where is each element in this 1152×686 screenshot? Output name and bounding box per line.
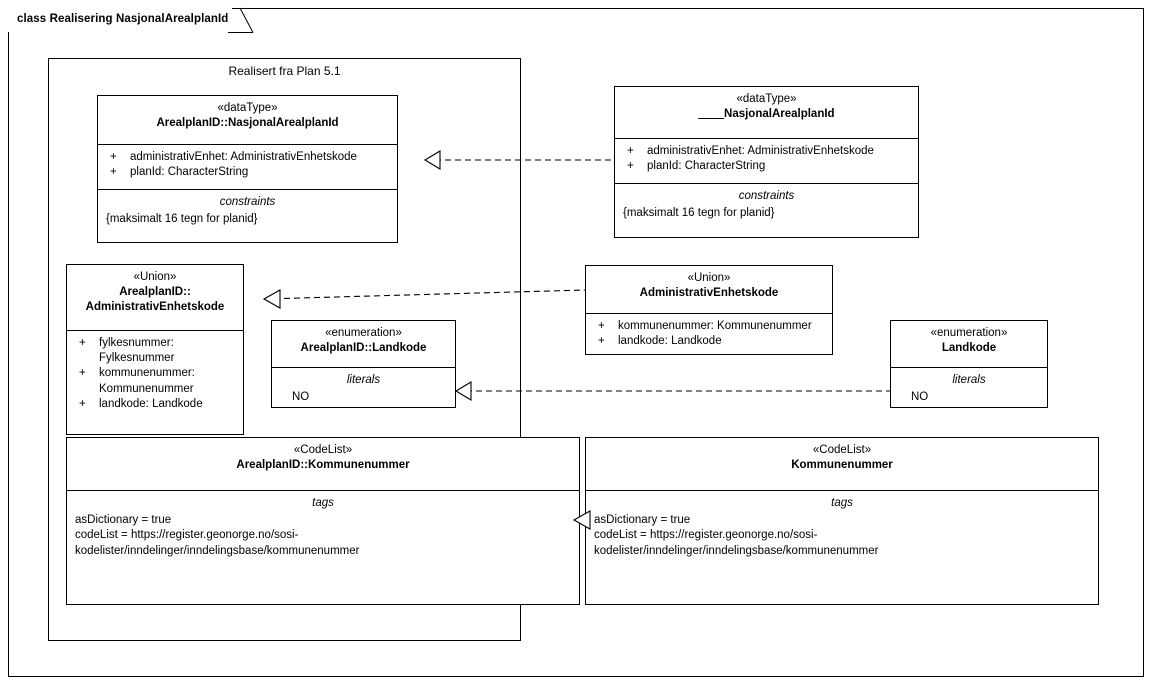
class-box-kommunenummer[interactable]: «CodeList» Kommunenummer tags asDictiona… <box>585 437 1099 605</box>
class-name-label: AdministrativEnhetskode <box>639 287 779 300</box>
class-box-arealplanid-nasjonalarealplanid[interactable]: «dataType» ArealplanID::NasjonalArealpla… <box>97 95 398 243</box>
class-box-arealplanid-kommunenummer[interactable]: «CodeList» ArealplanID::Kommunenummer ta… <box>66 437 580 605</box>
visibility-marker: + <box>110 151 117 163</box>
class-header: «enumeration» ArealplanID::Landkode <box>272 321 455 368</box>
class-box-arealplanid-landkode[interactable]: «enumeration» ArealplanID::Landkode lite… <box>271 320 456 408</box>
tags-title: tags <box>831 497 853 509</box>
tags-section: tags asDictionary = true codeList = http… <box>67 491 579 565</box>
class-name-label: ArealplanID::NasjonalArealplanId <box>156 117 339 130</box>
constraints-section: constraints {maksimalt 16 tegn for plani… <box>615 184 918 227</box>
constraints-section: constraints {maksimalt 16 tegn for plani… <box>98 190 397 233</box>
class-name-label: ArealplanID::Kommunenummer <box>236 459 410 472</box>
tags-section: tags asDictionary = true codeList = http… <box>586 491 1098 565</box>
diagram-title-tab: class Realisering NasjonalArealplanId <box>8 8 233 32</box>
tags-title: tags <box>312 497 334 509</box>
attribute-label: landkode: Landkode <box>618 335 722 348</box>
literals-title: literals <box>952 374 986 386</box>
literals-title: literals <box>346 374 381 386</box>
title-tab-slant-icon <box>228 7 254 33</box>
attribute-row: + landkode: Landkode <box>73 397 237 412</box>
class-header: «dataType» ArealplanID::NasjonalArealpla… <box>98 96 397 145</box>
literals-section: literals NO <box>272 368 455 411</box>
attribute-label: kommunenummer: Kommunenummer <box>99 367 195 395</box>
class-box-arealplanid-administrativenhetskode[interactable]: «Union» ArealplanID:: AdministrativEnhet… <box>66 264 244 435</box>
stereotype-label: «dataType» <box>736 93 797 105</box>
diagram-frame <box>8 8 1144 677</box>
attribute-row: + administrativEnhet: AdministrativEnhet… <box>621 144 912 159</box>
attributes-section: + administrativEnhet: AdministrativEnhet… <box>615 139 918 184</box>
class-header: «CodeList» ArealplanID::Kommunenummer <box>67 438 579 491</box>
class-header: «enumeration» Landkode <box>891 321 1047 368</box>
attribute-label: landkode: Landkode <box>99 397 203 410</box>
attributes-section: + kommunenummer: Kommunenummer + landkod… <box>586 314 832 355</box>
tag-row: asDictionary = true <box>75 514 172 527</box>
class-box-nasjonalarealplanid[interactable]: «dataType» NasjonalArealplanId + adminis… <box>614 86 919 238</box>
class-name-label: ArealplanID:: AdministrativEnhetskode <box>85 286 225 314</box>
literals-section: literals NO <box>891 368 1047 411</box>
attribute-row: + kommunenummer: Kommunenummer <box>592 319 826 334</box>
stereotype-label: «CodeList» <box>293 444 353 456</box>
visibility-marker: + <box>79 337 86 349</box>
attribute-label: planId: CharacterString <box>647 160 766 173</box>
attribute-row: + planId: CharacterString <box>104 165 391 180</box>
visibility-marker: + <box>79 397 86 410</box>
visibility-marker: + <box>598 335 605 348</box>
attributes-section: + administrativEnhet: AdministrativEnhet… <box>98 145 397 190</box>
stereotype-label: «Union» <box>133 271 177 283</box>
stereotype-label: «CodeList» <box>812 444 872 456</box>
attribute-label: administrativEnhet: AdministrativEnhetsk… <box>647 145 874 157</box>
constraints-title: constraints <box>738 190 795 202</box>
visibility-marker: + <box>598 320 605 332</box>
stereotype-label: «Union» <box>687 272 731 284</box>
class-header: «CodeList» Kommunenummer <box>586 438 1098 491</box>
class-box-landkode[interactable]: «enumeration» Landkode literals NO <box>890 320 1048 408</box>
constraint-row: {maksimalt 16 tegn for planid} <box>623 207 775 220</box>
tag-row: asDictionary = true <box>594 514 691 527</box>
tag-row: codeList = https://register.geonorge.no/… <box>594 529 879 557</box>
attributes-section: + fylkesnummer: Fylkesnummer + kommunenu… <box>67 331 243 418</box>
class-name-label: NasjonalArealplanId <box>621 107 912 122</box>
class-name-label: ArealplanID::Landkode <box>300 342 427 355</box>
literal-row: NO <box>292 391 310 404</box>
attribute-label: planId: CharacterString <box>130 166 249 179</box>
attribute-row: + landkode: Landkode <box>592 334 826 349</box>
attribute-row: + fylkesnummer: Fylkesnummer <box>73 336 237 366</box>
stereotype-label: «dataType» <box>217 102 278 114</box>
visibility-marker: + <box>627 145 634 157</box>
class-box-administrativenhetskode[interactable]: «Union» AdministrativEnhetskode + kommun… <box>585 265 833 355</box>
attribute-row: + planId: CharacterString <box>621 159 912 174</box>
tag-row: codeList = https://register.geonorge.no/… <box>75 529 360 557</box>
class-header: «Union» ArealplanID:: AdministrativEnhet… <box>67 265 243 331</box>
package-frame <box>48 58 521 641</box>
constraint-row: {maksimalt 16 tegn for planid} <box>106 213 258 226</box>
attribute-label: fylkesnummer: Fylkesnummer <box>99 337 175 365</box>
visibility-marker: + <box>79 367 86 380</box>
attribute-row: + kommunenummer: Kommunenummer <box>73 366 237 396</box>
class-name-label: Kommunenummer <box>791 459 893 472</box>
class-header: «Union» AdministrativEnhetskode <box>586 266 832 314</box>
class-header: «dataType» NasjonalArealplanId <box>615 87 918 139</box>
diagram-title-label: class Realisering NasjonalArealplanId <box>17 13 229 26</box>
attribute-row: + administrativEnhet: AdministrativEnhet… <box>104 150 391 165</box>
attribute-label: kommunenummer: Kommunenummer <box>618 320 812 332</box>
visibility-marker: + <box>110 166 117 179</box>
class-name-label: Landkode <box>941 342 997 355</box>
literal-row: NO <box>911 391 929 404</box>
stereotype-label: «enumeration» <box>325 327 402 339</box>
visibility-marker: + <box>627 160 634 173</box>
constraints-title: constraints <box>219 196 276 208</box>
stereotype-label: «enumeration» <box>930 327 1008 339</box>
attribute-label: administrativEnhet: AdministrativEnhetsk… <box>130 151 357 163</box>
